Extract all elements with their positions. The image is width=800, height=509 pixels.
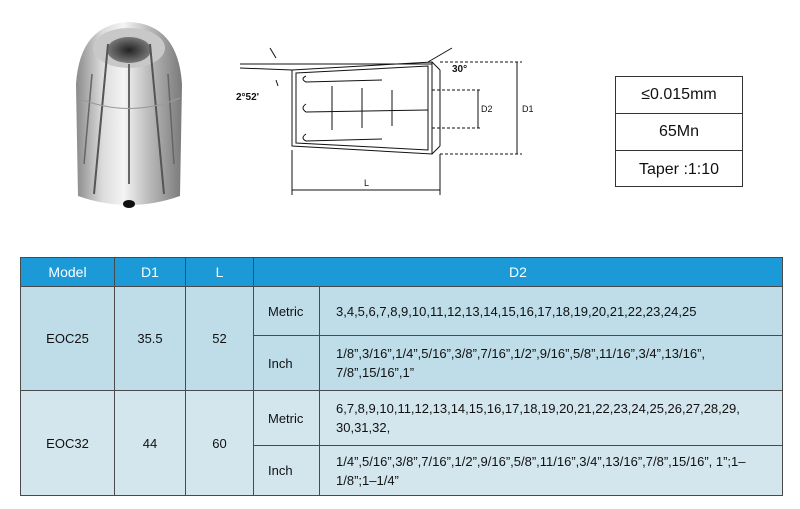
collet-technical-drawing: 2°52' 30° D1 D2 L xyxy=(236,47,534,195)
d1-cell: 44 xyxy=(114,390,186,496)
spec-box: ≤0.015mm 65Mn Taper :1:10 xyxy=(615,76,743,187)
l-cell: 52 xyxy=(185,286,254,391)
metric-sizes-cell: 6,7,8,9,10,11,12,13,14,15,16,17,18,19,20… xyxy=(319,390,783,446)
table-row: Inch 1/8”,3/16”,1/4”,5/16”,3/8”,7/16”,1/… xyxy=(21,335,783,391)
unit-cell: Inch xyxy=(253,335,320,391)
table-row: EOC25 35.5 52 Metric 3,4,5,6,7,8,9,10,11… xyxy=(20,286,783,391)
material-value: 65Mn xyxy=(616,114,742,151)
specifications-table: Model D1 L D2 EOC25 35.5 52 Metric 3,4,5… xyxy=(20,257,783,496)
table-row: Inch 1/4”,5/16”,3/8”,7/16”,1/2”,9/16”,5/… xyxy=(21,445,783,496)
header-model: Model xyxy=(20,257,115,287)
table-header-row: Model D1 L D2 xyxy=(20,257,783,287)
chamfer-label: 30° xyxy=(452,64,467,75)
collet-photo xyxy=(76,22,182,208)
inch-sizes-cell: 1/8”,3/16”,1/4”,5/16”,3/8”,7/16”,1/2”,9/… xyxy=(319,335,783,391)
header-d1: D1 xyxy=(114,257,186,287)
angle-label: 2°52' xyxy=(236,92,259,103)
header-l: L xyxy=(185,257,254,287)
unit-cell: Metric xyxy=(253,286,320,336)
unit-cell: Metric xyxy=(253,390,320,446)
metric-sizes-cell: 3,4,5,6,7,8,9,10,11,12,13,14,15,16,17,18… xyxy=(319,286,783,336)
taper-value: Taper :1:10 xyxy=(638,161,720,178)
inch-sizes-cell: 1/4”,5/16”,3/8”,7/16”,1/2”,9/16”,5/8”,11… xyxy=(319,445,783,496)
header-d2: D2 xyxy=(253,257,783,287)
tolerance-value: ≤0.015mm xyxy=(616,77,742,114)
d2-label: D2 xyxy=(481,104,493,114)
d1-cell: 35.5 xyxy=(114,286,186,391)
d1-label: D1 xyxy=(522,104,534,114)
l-label: L xyxy=(364,178,369,188)
table-row: EOC32 44 60 Metric 6,7,8,9,10,11,12,13,1… xyxy=(20,390,783,496)
l-cell: 60 xyxy=(185,390,254,496)
model-cell: EOC25 xyxy=(20,286,115,391)
unit-cell: Inch xyxy=(253,445,320,496)
model-cell: EOC32 xyxy=(20,390,115,496)
